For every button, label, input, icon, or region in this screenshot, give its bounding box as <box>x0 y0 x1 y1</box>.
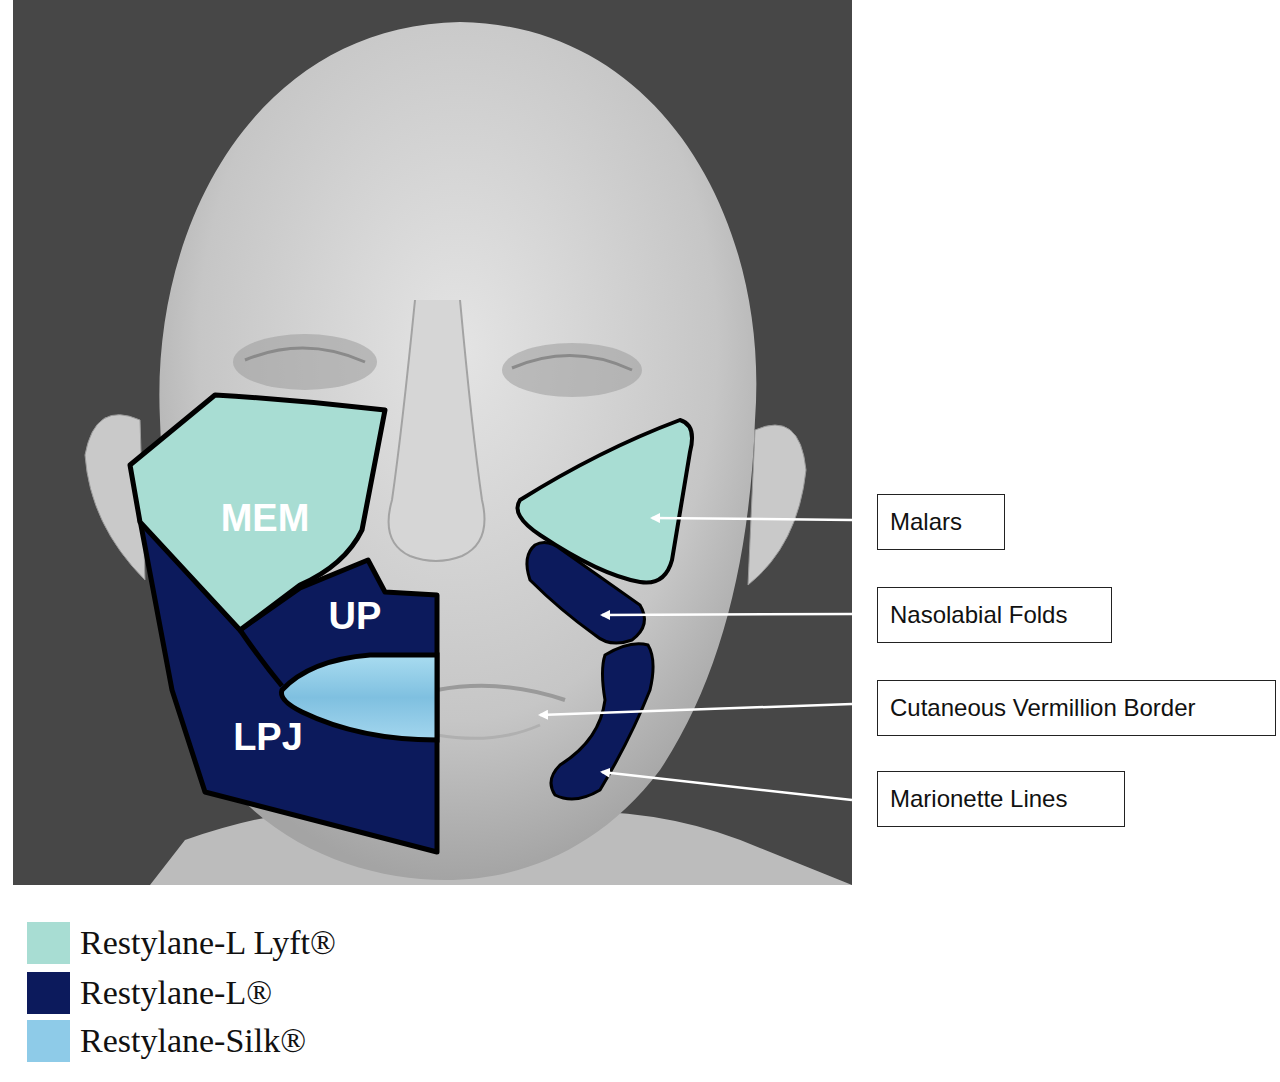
legend-entry: Restylane-Silk® <box>27 1020 306 1062</box>
legend-entry: Restylane-L® <box>27 972 272 1014</box>
mem-region <box>130 395 385 630</box>
lower-lip <box>437 725 540 738</box>
callout-box: Malars <box>877 494 1005 550</box>
callout-label: Nasolabial Folds <box>890 601 1067 629</box>
legend-label: Restylane-L® <box>80 974 272 1012</box>
region-label: LPJ <box>233 718 303 756</box>
right-eye <box>502 343 642 397</box>
leader-arrow <box>602 772 852 800</box>
legend-entry: Restylane-L Lyft® <box>27 922 336 964</box>
legend-swatch <box>27 922 70 964</box>
region-label-box: UP <box>329 597 382 635</box>
legend-swatch <box>27 1020 70 1062</box>
callout-box: Nasolabial Folds <box>877 587 1112 643</box>
region-label: UP <box>329 597 382 635</box>
left-eye <box>233 334 377 390</box>
leader-arrow <box>540 704 852 715</box>
leader-arrow <box>652 518 852 520</box>
callout-label: Marionette Lines <box>890 785 1067 813</box>
legend-swatch <box>27 972 70 1014</box>
left-eyelid <box>245 348 365 362</box>
legend-label: Restylane-Silk® <box>80 1022 306 1060</box>
callout-label: Malars <box>890 508 962 536</box>
right-eyelid <box>512 355 632 370</box>
region-boundary <box>240 630 282 686</box>
region-label-box: LPJ <box>233 718 303 756</box>
mouth <box>437 686 565 700</box>
region-label: MEM <box>221 499 310 537</box>
leader-arrow <box>602 614 852 615</box>
lips <box>281 655 437 740</box>
callout-box: Cutaneous Vermillion Border <box>877 680 1276 736</box>
callout-label: Cutaneous Vermillion Border <box>890 694 1196 722</box>
right-ear <box>748 425 806 585</box>
nasolabial-region <box>527 542 645 643</box>
nose <box>389 300 485 561</box>
legend-label: Restylane-L Lyft® <box>80 924 336 962</box>
background-panel <box>13 0 852 885</box>
region-label-box: MEM <box>221 499 310 537</box>
callout-box: Marionette Lines <box>877 771 1125 827</box>
